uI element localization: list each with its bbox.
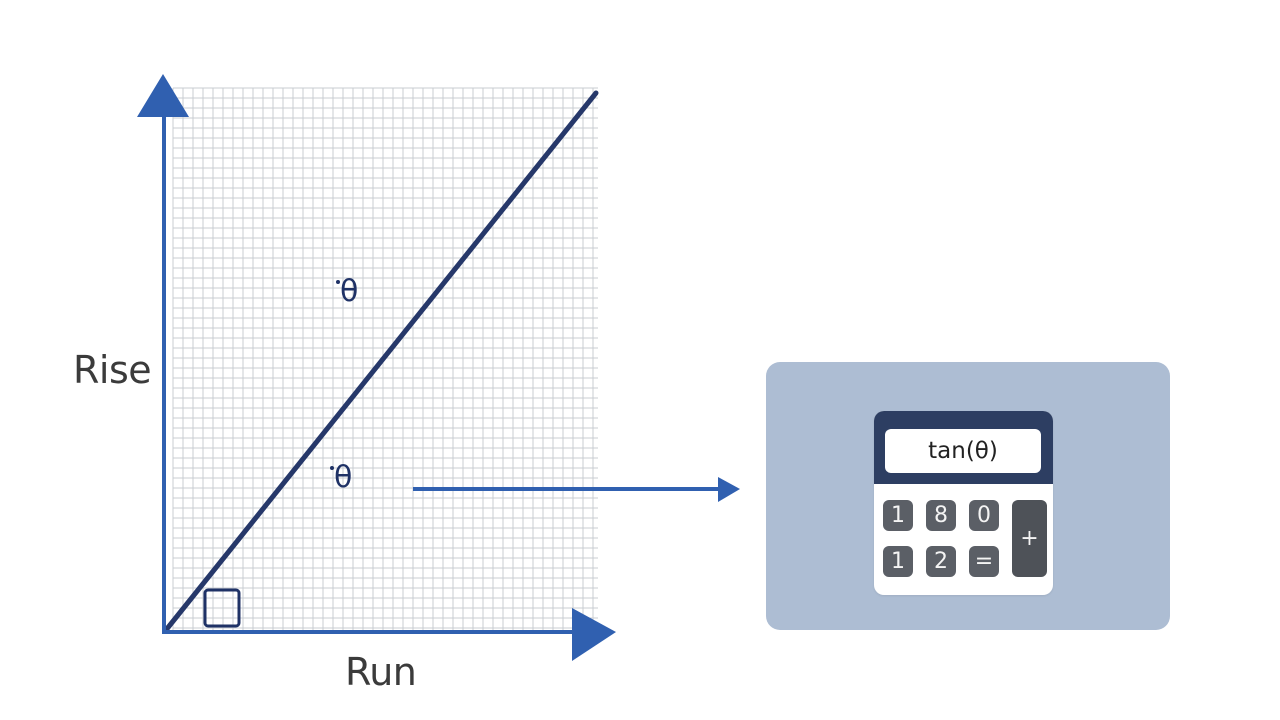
calculator-icon: tan(θ) 1 8 0 1 2 = + bbox=[874, 411, 1053, 595]
calculator-key: 2 bbox=[926, 546, 956, 577]
rise-label: Rise bbox=[73, 348, 152, 392]
hypotenuse-line bbox=[163, 90, 599, 633]
theta-dot bbox=[336, 280, 340, 284]
theta-dot bbox=[330, 466, 334, 470]
run-axis-arrowhead bbox=[572, 608, 616, 661]
theta-label-lower: θ bbox=[330, 460, 353, 495]
calculator-key: 1 bbox=[883, 500, 913, 531]
rise-axis-arrowhead bbox=[137, 74, 189, 117]
theta-label-upper: θ bbox=[336, 274, 359, 309]
calculator-display: tan(θ) bbox=[885, 429, 1041, 473]
pointer-arrowhead bbox=[718, 477, 740, 502]
run-label: Run bbox=[345, 650, 417, 694]
calculator-plus-key: + bbox=[1012, 500, 1047, 577]
calculator-key: 0 bbox=[969, 500, 999, 531]
graph-paper-grid bbox=[172, 87, 598, 630]
calculator-key: 1 bbox=[883, 546, 913, 577]
calculator-key: = bbox=[969, 546, 999, 577]
right-angle-marker bbox=[203, 588, 241, 628]
theta-symbol: θ bbox=[340, 274, 359, 309]
theta-symbol: θ bbox=[334, 460, 353, 495]
calculator-key: 8 bbox=[926, 500, 956, 531]
